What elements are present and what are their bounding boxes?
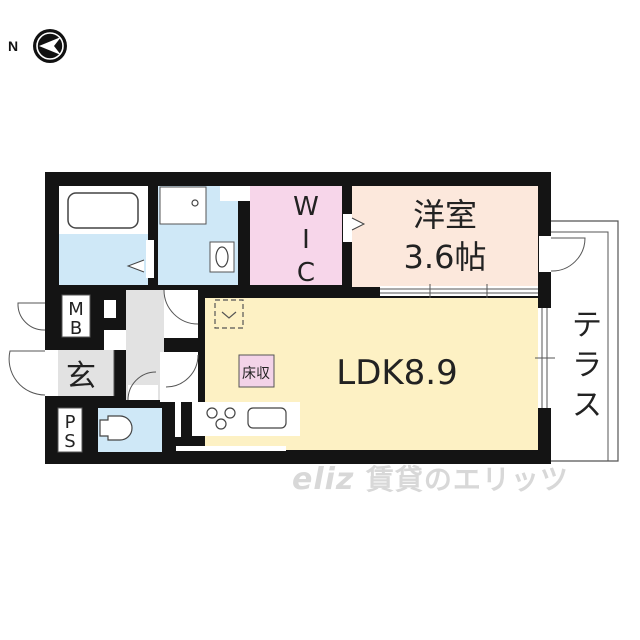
entrance-label: 玄	[66, 359, 96, 394]
north-label: N	[8, 38, 19, 54]
floor-storage	[238, 354, 275, 388]
watermark-text: 賃貸のエリッツ	[365, 463, 569, 496]
svg-text:P: P	[65, 412, 76, 433]
bathtub-icon	[67, 192, 139, 229]
door-swing-icon	[550, 237, 586, 272]
stove-icon	[206, 407, 218, 419]
terrace-char-1: テ	[572, 308, 602, 343]
western-room-name: 洋室	[413, 196, 477, 234]
bath-room	[59, 234, 148, 285]
north-arrow-icon	[33, 29, 67, 63]
ldk-label: LDK8.9	[336, 353, 458, 393]
mb-door-swing	[17, 302, 46, 331]
watermark-logo: eliz	[292, 462, 355, 497]
western-room	[352, 186, 538, 287]
floor-storage-label: 床収	[242, 366, 270, 382]
door-icon	[351, 217, 366, 231]
western-room-size: 3.6帖	[404, 238, 487, 276]
entrance-door-swing	[8, 350, 46, 396]
terrace-outline	[551, 220, 619, 462]
watermark: eliz 賃貸のエリッツ	[292, 458, 569, 498]
wic-room	[250, 186, 342, 285]
terrace-char-2: ラ	[572, 348, 602, 383]
mb-closet	[61, 294, 91, 338]
vent-icon	[214, 299, 244, 329]
svg-text:B: B	[70, 318, 82, 339]
entrance	[58, 350, 114, 396]
kitchen-sink-icon	[247, 407, 287, 429]
wic-letter-i: I	[302, 225, 310, 255]
ps-closet	[57, 407, 83, 453]
terrace-char-3: ス	[572, 388, 602, 423]
wic-letter-w: W	[293, 192, 319, 222]
svg-text:M: M	[68, 299, 84, 320]
toilet-icon	[99, 415, 133, 441]
door-icon	[126, 259, 145, 273]
wic-letter-c: C	[297, 258, 315, 288]
washing-machine-icon	[159, 186, 207, 225]
hallway	[126, 290, 164, 400]
svg-text:S: S	[64, 431, 75, 452]
